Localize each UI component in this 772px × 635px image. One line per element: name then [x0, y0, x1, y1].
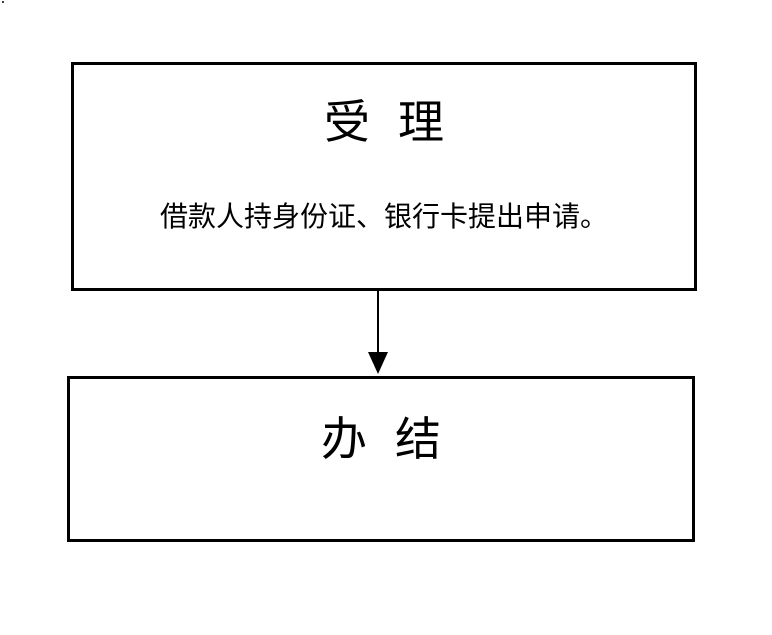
flow-node-complete-title: 办结	[321, 412, 469, 466]
flow-node-accept-title: 受理	[324, 95, 472, 149]
flow-node-accept-description: 借款人持身份证、银行卡提出申请。	[159, 200, 608, 233]
flow-node-complete: 办结	[67, 376, 695, 542]
flow-arrow-head	[368, 352, 388, 374]
flow-node-accept: 受理 借款人持身份证、银行卡提出申请。	[71, 62, 697, 291]
